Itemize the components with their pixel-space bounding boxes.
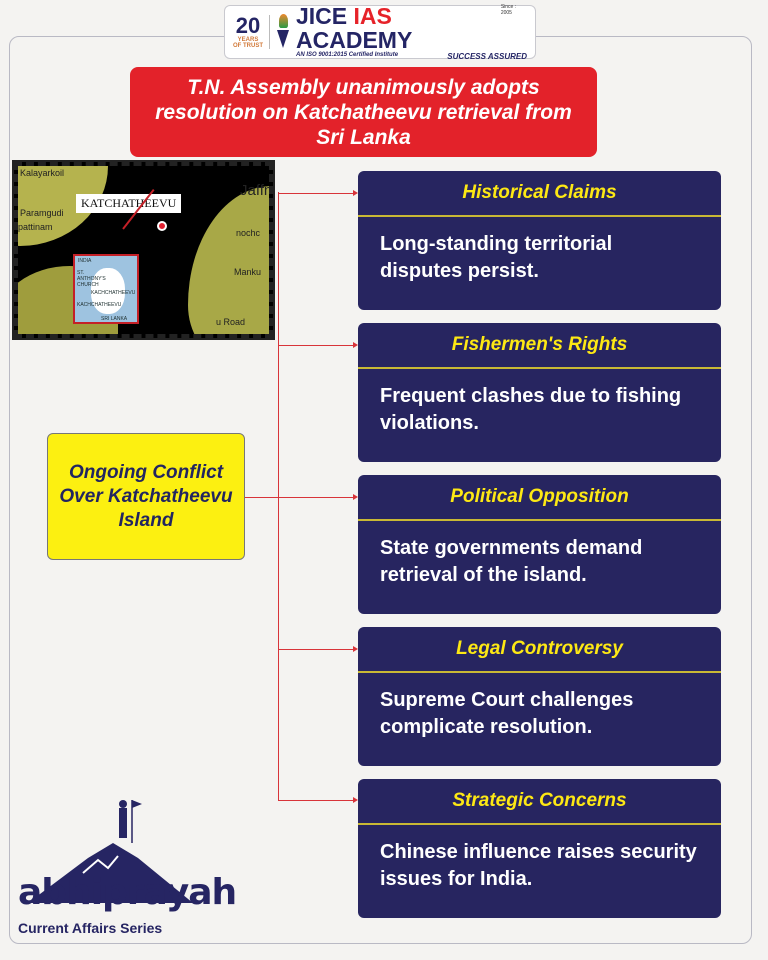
brand-name: JICE IAS ACADEMY <box>296 2 413 53</box>
card-fishermens-rights: Fishermen's Rights Frequent clashes due … <box>358 323 721 462</box>
card-title: Legal Controversy <box>358 627 721 673</box>
map-place: u Road <box>216 317 246 327</box>
jice-logo: 20 YEARS OF TRUST JICE IAS ACADEMY Since… <box>224 4 536 61</box>
since-label: Since : 2005 <box>500 3 517 16</box>
location-marker-icon <box>157 221 167 231</box>
years-label: YEARS <box>237 37 259 43</box>
headline-banner: T.N. Assembly unanimously adopts resolut… <box>130 67 597 157</box>
card-body: Chinese influence raises security issues… <box>380 841 697 890</box>
card-body: Supreme Court challenges complicate reso… <box>380 689 634 738</box>
card-body: Long-standing territorial disputes persi… <box>380 233 613 282</box>
connector <box>278 345 354 346</box>
map-label: KATCHATHEEVU <box>76 194 182 213</box>
katchatheevu-map: Kalayarkoil Paramgudi pattinam Jaffna no… <box>12 160 275 340</box>
torch-icon <box>276 14 290 50</box>
card-title: Historical Claims <box>358 171 721 217</box>
connector <box>278 800 354 801</box>
arrow-icon <box>353 646 358 652</box>
years-number: 20 <box>235 13 261 38</box>
abhiprayah-logo: abhiprayah <box>18 872 237 913</box>
connector-trunk <box>278 192 279 801</box>
map-inset: INDIA ST. ANTHONY'S CHURCH KACHCHATHEEVU… <box>73 254 139 324</box>
arrow-icon <box>353 797 358 803</box>
card-title: Political Opposition <box>358 475 721 521</box>
connector-center <box>245 497 278 498</box>
years-badge: 20 YEARS OF TRUST <box>233 15 270 49</box>
arrow-icon <box>353 494 358 500</box>
card-body: State governments demand retrieval of th… <box>380 537 643 586</box>
brand-text: JICE IAS ACADEMY Since : 2005 AN ISO 900… <box>296 4 527 61</box>
card-historical-claims: Historical Claims Long-standing territor… <box>358 171 721 310</box>
mountain-climber-icon <box>28 800 193 903</box>
map-place: Jaffna <box>240 182 273 199</box>
map-place: Paramgudi <box>20 208 64 218</box>
map-place: Kalayarkoil <box>20 168 65 178</box>
connector <box>278 649 354 650</box>
connector <box>278 497 354 498</box>
card-body: Frequent clashes due to fishing violatio… <box>380 385 682 434</box>
series-label: Current Affairs Series <box>18 920 163 936</box>
trust-label: OF TRUST <box>233 43 263 49</box>
arrow-icon <box>353 342 358 348</box>
map-place: nochc <box>236 228 261 238</box>
card-political-opposition: Political Opposition State governments d… <box>358 475 721 614</box>
central-topic: Ongoing Conflict Over Katchatheevu Islan… <box>47 433 245 560</box>
connector <box>278 193 354 194</box>
arrow-icon <box>353 190 358 196</box>
card-title: Strategic Concerns <box>358 779 721 825</box>
map-place: Manku <box>234 267 262 277</box>
iso-label: AN ISO 9001:2015 Certified Institute <box>296 51 399 58</box>
map-place: pattinam <box>18 222 53 232</box>
card-legal-controversy: Legal Controversy Supreme Court challeng… <box>358 627 721 766</box>
card-strategic-concerns: Strategic Concerns Chinese influence rai… <box>358 779 721 918</box>
tagline: SUCCESS ASSURED <box>447 51 527 61</box>
card-title: Fishermen's Rights <box>358 323 721 369</box>
